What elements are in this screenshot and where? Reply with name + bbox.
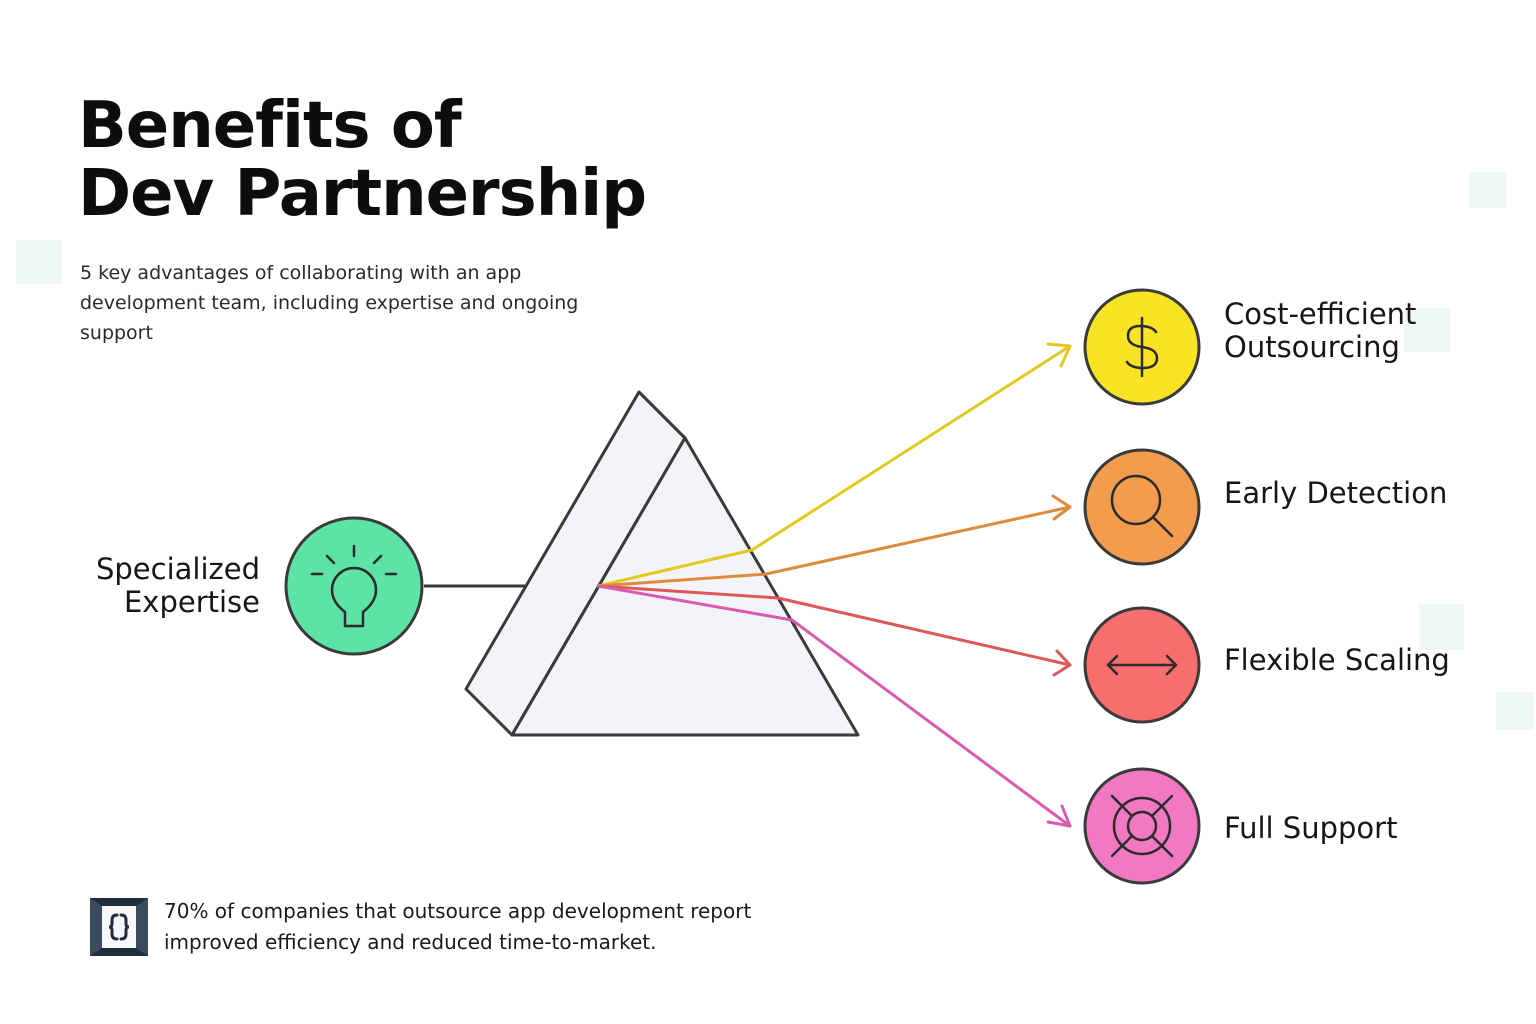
output-label-line-1: Cost-efficient <box>1224 297 1417 331</box>
page-subtitle: 5 key advantages of collaborating with a… <box>80 262 579 344</box>
output-node-flexible-scaling <box>1083 606 1201 724</box>
output-node-cost-efficient <box>1083 288 1201 406</box>
title-line-2: Dev Partnership <box>78 157 647 231</box>
magnifier-icon <box>1110 474 1174 538</box>
dollar-icon <box>1125 316 1159 378</box>
output-circle <box>1083 448 1201 566</box>
page-title: Benefits of Dev Partnership <box>78 89 647 231</box>
input-node <box>284 516 424 656</box>
arrowhead-flexible-scaling <box>1052 649 1072 677</box>
prism <box>464 390 860 737</box>
output-label-full-support: Full Support <box>1224 812 1397 845</box>
output-label-line-1: Full Support <box>1224 811 1398 845</box>
decorative-square <box>16 240 62 284</box>
ray-flexible-scaling <box>596 584 1072 667</box>
double-arrow-icon <box>1106 654 1178 676</box>
code-braces-logo <box>90 898 148 956</box>
title-line-1: Benefits of <box>78 89 462 163</box>
arrowhead-cost-efficient <box>1046 342 1072 368</box>
arrowhead-full-support <box>1046 804 1072 828</box>
ray-cost-efficient <box>596 344 1072 588</box>
input-label: Specialized Expertise <box>60 553 260 619</box>
output-label-early-detection: Early Detection <box>1224 477 1447 510</box>
input-label-line-1: Specialized <box>95 552 260 586</box>
output-label-line-1: Early Detection <box>1224 476 1448 510</box>
input-circle <box>284 516 424 656</box>
ray-full-support <box>596 584 1072 828</box>
output-node-full-support <box>1083 767 1201 885</box>
output-node-early-detection <box>1083 448 1201 566</box>
output-label-line-1: Flexible Scaling <box>1224 643 1450 677</box>
decorative-square <box>1404 308 1450 352</box>
output-label-line-2: Outsourcing <box>1224 330 1400 364</box>
output-circle <box>1083 767 1201 885</box>
ray-early-detection <box>596 505 1072 588</box>
decorative-square <box>1496 692 1534 730</box>
output-label-cost-efficient: Cost-efficient Outsourcing <box>1224 298 1416 364</box>
lightbulb-icon <box>310 544 398 628</box>
footer-stat-text: 70% of companies that outsource app deve… <box>164 899 752 954</box>
output-label-flexible-scaling: Flexible Scaling <box>1224 644 1450 677</box>
decorative-square <box>1469 172 1506 208</box>
decorative-square <box>1419 604 1464 650</box>
input-label-line-2: Expertise <box>123 585 260 619</box>
prism-top-edge <box>637 390 687 440</box>
arrowhead-early-detection <box>1051 494 1072 521</box>
lifebuoy-icon <box>1110 794 1174 858</box>
